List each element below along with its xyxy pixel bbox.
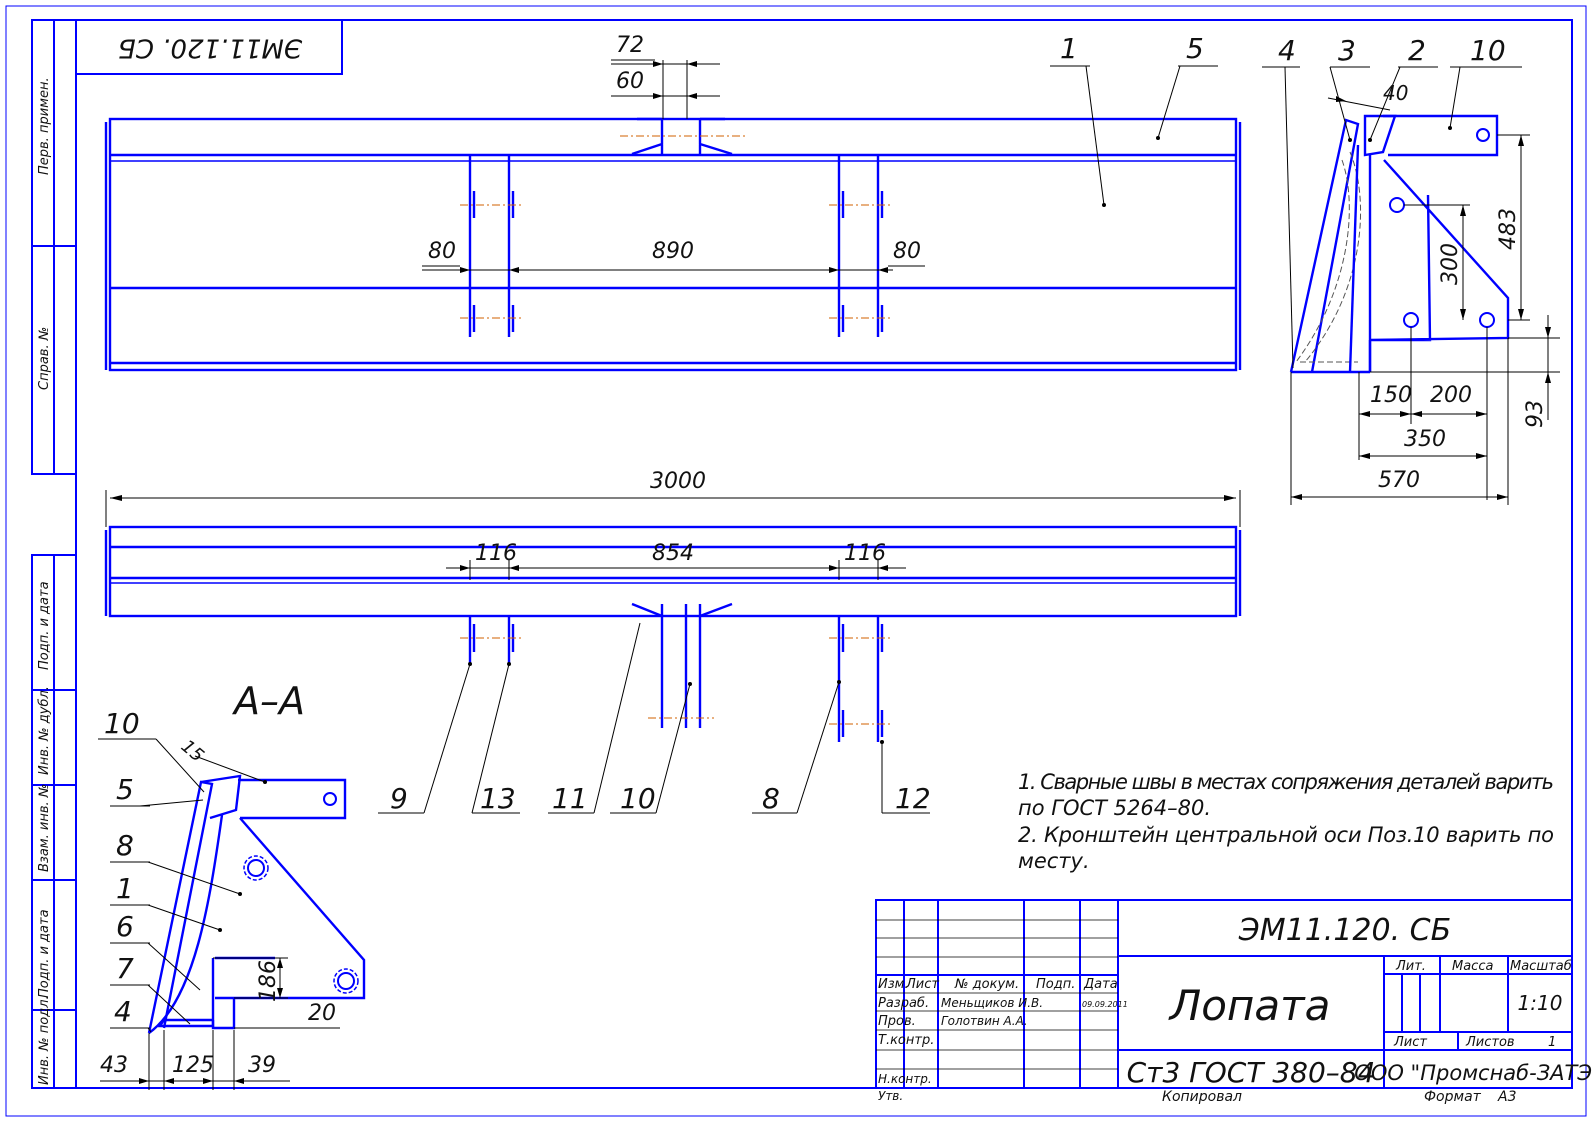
balloon-7-section: 7	[116, 952, 134, 985]
note-line-1: 1. Сварные швы в местах сопряжения детал…	[1018, 770, 1554, 794]
dim-300: 300	[1438, 243, 1463, 285]
dim-93: 93	[1523, 400, 1548, 428]
tb-scale: 1:10	[1518, 991, 1563, 1015]
bottom-view	[104, 525, 1242, 742]
side-label-podp1: Подп. и дата	[37, 581, 52, 670]
dim-125: 125	[172, 1053, 214, 1078]
dim-186: 186	[256, 960, 281, 1002]
side-view	[1289, 114, 1510, 374]
balloon-4-section: 4	[114, 995, 132, 1028]
balloon-11: 11	[552, 782, 588, 815]
balloon-3-side: 3	[1338, 34, 1356, 67]
top-stamp-text: ЭМ11.120. СБ	[118, 33, 303, 63]
dim-854: 854	[652, 541, 694, 566]
side-label-inv-podl: Инв. № подл.	[37, 995, 52, 1085]
side-label-perv: Перв. примен.	[37, 77, 52, 175]
front-view-dims: 72 60 80 890 80 1 5	[422, 32, 1218, 273]
side-label-inv-dubl: Инв. № дубл.	[37, 686, 52, 775]
dim-483: 483	[1496, 208, 1521, 250]
dim-570: 570	[1378, 468, 1420, 493]
dim-150: 150	[1370, 383, 1412, 408]
side-strip	[31, 19, 77, 1089]
balloon-2-side: 2	[1408, 34, 1426, 67]
tb-ndok: № докум.	[954, 977, 1019, 992]
dim-80-left: 80	[428, 239, 456, 264]
dim-20: 20	[308, 1001, 336, 1026]
dim-43: 43	[100, 1053, 128, 1078]
tb-name: Лопата	[1168, 981, 1331, 1030]
technical-notes: 1. Сварные швы в местах сопряжения детал…	[1018, 770, 1554, 873]
tb-razrab: Разраб.	[878, 996, 929, 1011]
balloon-8-bottom: 8	[762, 782, 780, 815]
balloon-9: 9	[390, 782, 408, 815]
footer-kopiroval: Копировал	[1162, 1089, 1242, 1105]
tb-listov: 1	[1548, 1035, 1556, 1050]
dim-116-right: 116	[844, 541, 886, 566]
side-strip-labels: Перв. примен. Справ. № Подп. и дата Инв.…	[37, 77, 52, 1085]
tb-lit: Лит.	[1395, 959, 1426, 974]
section-title: А–А	[231, 679, 305, 723]
dim-60: 60	[616, 69, 644, 94]
tb-nkontr: Н.контр.	[878, 1072, 932, 1086]
outer-trim-frame	[5, 5, 1587, 1117]
side-view-dims: 4 3 2 10 40 483 300 93	[1262, 34, 1560, 505]
footer-format: А3	[1497, 1089, 1516, 1105]
tb-massa: Масса	[1452, 959, 1493, 974]
dim-350: 350	[1404, 427, 1446, 452]
balloon-8-section: 8	[116, 829, 134, 862]
dim-890: 890	[652, 239, 694, 264]
tb-razrab-name: Меньщиков И.В.	[941, 996, 1043, 1010]
balloon-4-side: 4	[1278, 34, 1296, 67]
tb-izm: Изм.	[878, 977, 909, 992]
tb-podp: Подп.	[1036, 977, 1075, 992]
tb-masshtab: Масштаб	[1510, 959, 1572, 974]
balloon-10-bottom: 10	[620, 782, 656, 815]
section-dims: 10 5 8 1 6 7 4 15 186 20	[98, 707, 340, 1090]
balloon-5-front: 5	[1186, 32, 1204, 65]
balloon-1-front: 1	[1060, 32, 1078, 65]
tb-company: ООО "Промснаб-ЗАТЭ"	[1354, 1061, 1592, 1085]
dim-15: 15	[177, 736, 208, 767]
dim-40: 40	[1383, 81, 1408, 105]
note-line-4: месту.	[1018, 849, 1090, 873]
balloon-5-section: 5	[116, 773, 134, 806]
title-block: Изм. Лист № докум. Подп. Дата Разраб. Ме…	[875, 899, 1592, 1103]
side-label-vzam: Взам. инв. №	[37, 784, 52, 872]
dim-200: 200	[1430, 383, 1472, 408]
balloon-13: 13	[480, 782, 516, 815]
note-line-2: по ГОСТ 5264–80.	[1018, 796, 1211, 820]
tb-prov-name: Голотвин А.А.	[941, 1014, 1028, 1028]
bottom-view-dims: 3000 116 854 116 9 13 11 10 8 12	[105, 469, 1241, 815]
tb-list: Лист	[905, 977, 939, 992]
balloon-10-side: 10	[1470, 34, 1506, 67]
tb-tkontr: Т.контр.	[878, 1033, 934, 1048]
footer-format-label: Формат	[1424, 1089, 1482, 1105]
front-view	[104, 117, 1242, 372]
tb-listov-label: Листов	[1465, 1035, 1515, 1050]
dim-72: 72	[616, 33, 644, 58]
tb-utv: Утв.	[878, 1089, 903, 1103]
balloon-1-section: 1	[116, 872, 134, 905]
tb-data: Дата	[1083, 977, 1118, 992]
dim-3000: 3000	[650, 469, 706, 494]
dim-39: 39	[248, 1053, 276, 1078]
tb-prov: Пров.	[878, 1014, 916, 1029]
tb-designation: ЭМ11.120. СБ	[1238, 913, 1451, 948]
balloon-10-section: 10	[104, 707, 140, 740]
top-stamp-box	[75, 19, 343, 75]
side-label-podp2: Подп. и дата	[37, 909, 52, 998]
tb-razrab-date: 09.09.2011	[1082, 1000, 1128, 1009]
tb-material: Ст3 ГОСТ 380–84	[1127, 1056, 1376, 1089]
tb-list-label: Лист	[1393, 1035, 1427, 1050]
dim-80-right: 80	[893, 239, 921, 264]
side-label-sprav: Справ. №	[37, 327, 52, 390]
note-line-3: 2. Кронштейн центральной оси Поз.10 вари…	[1018, 823, 1554, 847]
balloon-12: 12	[895, 782, 931, 815]
dim-116-left: 116	[475, 541, 517, 566]
balloon-6-section: 6	[116, 910, 134, 943]
